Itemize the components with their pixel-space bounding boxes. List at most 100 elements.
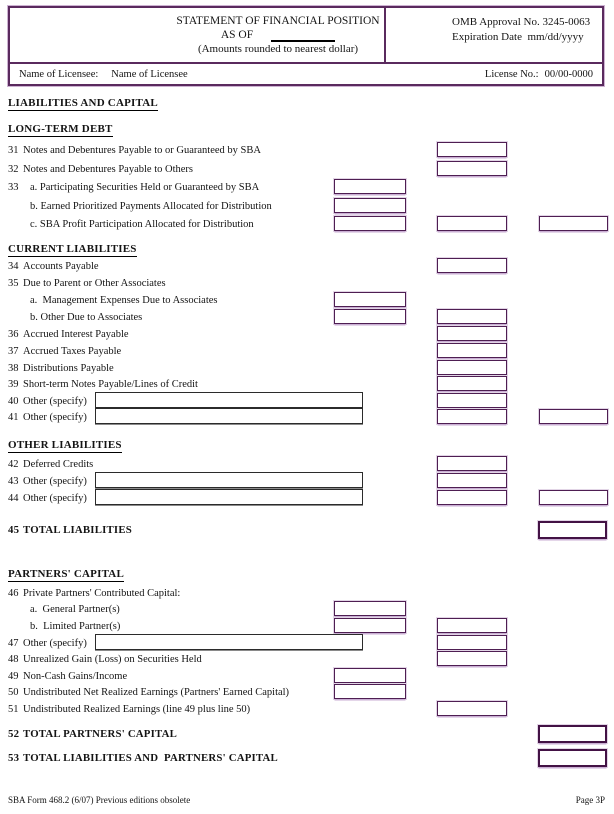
form-row-43: 43 Other (specify) (0, 472, 614, 489)
form-title-block: STATEMENT OF FINANCIAL POSITION AS OF (A… (88, 14, 468, 56)
amount-field-37-col2[interactable] (437, 343, 507, 358)
amount-field-51-col2[interactable] (437, 701, 507, 716)
as-of-date-field[interactable] (271, 30, 336, 42)
amount-field-35b-col1[interactable] (334, 309, 406, 324)
amount-field-41-col3[interactable] (539, 409, 608, 424)
amount-field-35b-col2[interactable] (437, 309, 507, 324)
form-row-46a: a. General Partner(s) (0, 601, 614, 617)
omb-approval-number: OMB Approval No. 3245-0063 (452, 16, 591, 28)
specify-field-41[interactable] (95, 408, 363, 424)
amount-field-46b-col1[interactable] (334, 618, 406, 633)
header-top-row: STATEMENT OF FINANCIAL POSITION AS OF (A… (10, 8, 602, 62)
form-row-49: 49 Non-Cash Gains/Income (0, 668, 614, 684)
amount-field-44-col3[interactable] (539, 490, 608, 505)
row-label-36: Accrued Interest Payable (23, 329, 129, 340)
amount-field-40-col2[interactable] (437, 393, 507, 408)
section-heading-partners-capital: PARTNERS' CAPITAL (8, 568, 124, 582)
amount-field-33c-col3[interactable] (539, 216, 608, 231)
row-number-49: 49 (8, 671, 19, 682)
form-subtitle: (Amounts rounded to nearest dollar) (197, 43, 359, 55)
amount-field-35a-col1[interactable] (334, 292, 406, 307)
amount-field-52-total[interactable] (538, 725, 607, 743)
amount-field-34-col2[interactable] (437, 258, 507, 273)
row-label-40: Other (specify) (23, 396, 87, 407)
amount-field-32-col2[interactable] (437, 161, 507, 176)
licensee-label: Name of Licensee: (19, 68, 99, 80)
amount-field-42-col2[interactable] (437, 456, 507, 471)
row-number-50: 50 (8, 687, 19, 698)
row-number-32: 32 (8, 164, 19, 175)
row-label-33b: b. Earned Prioritized Payments Allocated… (30, 201, 272, 212)
amount-field-48-col2[interactable] (437, 651, 507, 666)
row-label-52: TOTAL PARTNERS' CAPITAL (23, 728, 178, 740)
row-label-41: Other (specify) (23, 412, 87, 423)
row-label-33c: c. SBA Profit Participation Allocated fo… (30, 219, 254, 230)
specify-field-40[interactable] (95, 392, 363, 408)
row-label-53: TOTAL LIABILITIES AND PARTNERS' CAPITAL (23, 752, 278, 764)
amount-field-45-total[interactable] (538, 521, 607, 539)
row-label-38: Distributions Payable (23, 363, 114, 374)
row-number-53: 53 (8, 752, 20, 764)
amount-field-44-col2[interactable] (437, 490, 507, 505)
row-label-49: Non-Cash Gains/Income (23, 671, 128, 682)
omb-block: OMB Approval No. 3245-0063 Expiration Da… (452, 15, 590, 44)
as-of-label: AS OF (220, 29, 254, 41)
form-row-33a: 33 a. Participating Securities Held or Gu… (0, 179, 614, 195)
row-number-43: 43 (8, 476, 19, 487)
form-header-box: STATEMENT OF FINANCIAL POSITION AS OF (A… (8, 6, 604, 86)
licensee-row: Name of Licensee: Name of Licensee Licen… (10, 62, 602, 84)
row-number-45: 45 (8, 524, 20, 536)
amount-field-33c-col2[interactable] (437, 216, 507, 231)
license-no-label: License No.: (484, 68, 539, 80)
amount-field-36-col2[interactable] (437, 326, 507, 341)
specify-field-47[interactable] (95, 634, 363, 650)
amount-field-33b-col1[interactable] (334, 198, 406, 213)
row-label-44: Other (specify) (23, 493, 87, 504)
row-label-45: TOTAL LIABILITIES (23, 524, 132, 536)
section-heading-long-term-debt: LONG-TERM DEBT (8, 123, 113, 137)
row-number-33a: 33 (8, 182, 19, 193)
row-number-31: 31 (8, 145, 19, 156)
amount-field-50-col1[interactable] (334, 684, 406, 699)
row-number-39: 39 (8, 379, 19, 390)
amount-field-38-col2[interactable] (437, 360, 507, 375)
footer-page-number: Page 3P (575, 795, 605, 805)
amount-field-33a-col1[interactable] (334, 179, 406, 194)
row-number-40: 40 (8, 396, 19, 407)
row-label-34: Accounts Payable (23, 261, 99, 272)
section-heading-current-liabilities: CURRENT LIABILITIES (8, 243, 137, 257)
page-heading: LIABILITIES AND CAPITAL (8, 97, 158, 111)
amount-field-41-col2[interactable] (437, 409, 507, 424)
specify-field-44[interactable] (95, 489, 363, 505)
amount-field-49-col1[interactable] (334, 668, 406, 683)
footer-form-id: SBA Form 468.2 (6/07) Previous editions … (8, 795, 191, 805)
amount-field-43-col2[interactable] (437, 473, 507, 488)
row-label-43: Other (specify) (23, 476, 87, 487)
row-label-51: Undistributed Realized Earnings (line 49… (23, 704, 251, 715)
row-label-33a: a. Participating Securities Held or Guar… (30, 182, 260, 193)
amount-field-31-col2[interactable] (437, 142, 507, 157)
amount-field-33c-col1[interactable] (334, 216, 406, 231)
amount-field-46b-col2[interactable] (437, 618, 507, 633)
section-heading-other-liabilities: OTHER LIABILITIES (8, 439, 122, 453)
row-number-42: 42 (8, 459, 19, 470)
specify-field-43[interactable] (95, 472, 363, 488)
form-row-33b: b. Earned Prioritized Payments Allocated… (0, 198, 614, 214)
row-label-46a: a. General Partner(s) (30, 604, 120, 615)
amount-field-53-total[interactable] (538, 749, 607, 767)
amount-field-46a-col1[interactable] (334, 601, 406, 616)
amount-field-39-col2[interactable] (437, 376, 507, 391)
form-title: STATEMENT OF FINANCIAL POSITION (176, 15, 380, 27)
amount-field-47-col2[interactable] (437, 635, 507, 650)
